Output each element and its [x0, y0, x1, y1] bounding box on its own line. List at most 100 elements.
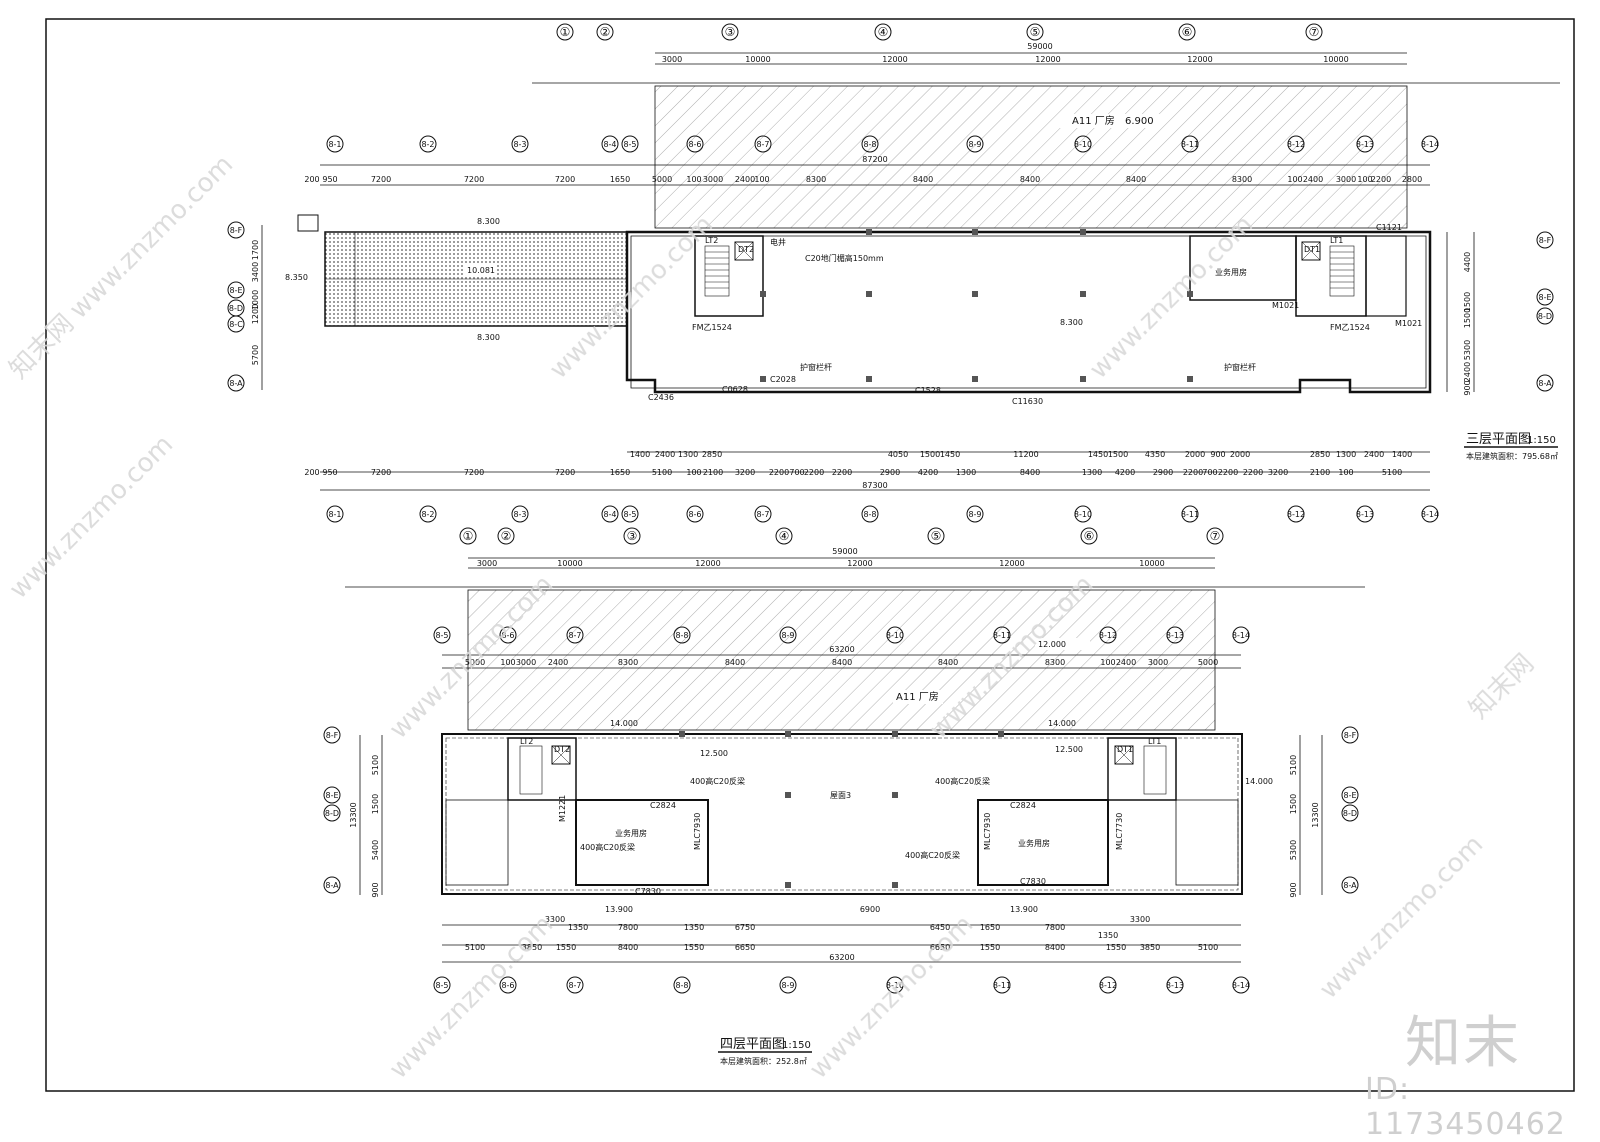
svg-text:4350: 4350	[1145, 450, 1165, 459]
drawing-area: 本层建筑面积：252.8㎡	[720, 1056, 807, 1066]
svg-text:4200: 4200	[1115, 468, 1135, 477]
svg-text:8-7: 8-7	[568, 631, 581, 640]
svg-text:8-F: 8-F	[1539, 236, 1552, 245]
svg-text:1550: 1550	[684, 943, 704, 952]
third-floor-walls	[625, 229, 1432, 394]
row-axes-left: 8-F 8-E 8-D 8-C 8-A	[227, 221, 245, 392]
watermark-id: ID: 1173450462	[1365, 1072, 1566, 1142]
svg-text:⑤: ⑤	[931, 529, 942, 543]
svg-text:1450: 1450	[940, 450, 960, 459]
svg-text:8-11: 8-11	[993, 631, 1011, 640]
factory-hatch-area-4f	[467, 589, 1216, 731]
grid-total-dim: 63200	[829, 645, 854, 654]
third-floor-plan: ① ② ③ ④ ⑤ ⑥ ⑦ 59000 3000 10000 12000 120…	[227, 23, 1560, 523]
svg-text:7800: 7800	[1045, 923, 1065, 932]
svg-text:6450: 6450	[930, 923, 950, 932]
svg-text:2200: 2200	[1243, 468, 1263, 477]
axis-label: ②	[600, 25, 611, 39]
svg-text:7200: 7200	[371, 468, 391, 477]
svg-text:7200: 7200	[464, 175, 484, 184]
svg-text:900: 900	[1210, 450, 1225, 459]
axis-label: 8-10	[1074, 140, 1092, 149]
svg-text:8-A: 8-A	[1343, 881, 1357, 890]
row-axes-left-4f: 8-F 8-E 8-D 8-A 5100 1500 5400 900 13300	[323, 726, 383, 898]
svg-text:3850: 3850	[1140, 943, 1160, 952]
axis-label: 8-5	[623, 140, 636, 149]
svg-text:8-F: 8-F	[1344, 731, 1357, 740]
svg-text:2100: 2100	[703, 468, 723, 477]
svg-text:8-8: 8-8	[863, 510, 876, 519]
fourth-floor-walls	[441, 731, 1243, 895]
axis-label: 8-13	[1356, 140, 1374, 149]
svg-text:10000: 10000	[1139, 559, 1164, 568]
svg-text:100: 100	[1338, 468, 1353, 477]
svg-text:C2436: C2436	[648, 393, 674, 402]
svg-text:12000: 12000	[695, 559, 720, 568]
svg-text:2900: 2900	[1153, 468, 1173, 477]
svg-text:2200: 2200	[1183, 468, 1203, 477]
svg-text:M1221: M1221	[558, 795, 567, 822]
left-dims: 1700 3400 1000 1200 5700	[251, 225, 263, 390]
top-axis-bubbles: ① ② ③ ④ ⑤ ⑥ ⑦	[556, 23, 1323, 41]
axis-label: 8-3	[513, 140, 526, 149]
svg-text:5400: 5400	[371, 840, 380, 860]
dim: 10000	[745, 55, 770, 64]
sheet-border	[45, 18, 1575, 1092]
svg-text:13.900: 13.900	[605, 905, 633, 914]
svg-text:8300: 8300	[1045, 658, 1065, 667]
drawing-scale: 1:150	[1527, 435, 1556, 446]
grid-dims-top: 200 950 7200 7200 7200 1650 5000 100 300…	[304, 175, 1422, 184]
axis-label: 8-6	[688, 140, 701, 149]
svg-text:400高C20反梁: 400高C20反梁	[935, 776, 990, 786]
drawing-title: 三层平面图	[1466, 432, 1531, 447]
svg-text:700: 700	[1202, 468, 1217, 477]
svg-text:2400: 2400	[655, 450, 675, 459]
svg-text:8-11: 8-11	[1181, 510, 1199, 519]
svg-text:业务用房: 业务用房	[1215, 267, 1247, 277]
svg-text:14.000: 14.000	[1245, 777, 1273, 786]
svg-text:6650: 6650	[735, 943, 755, 952]
svg-text:1350: 1350	[1098, 931, 1118, 940]
svg-text:DT2: DT2	[738, 245, 754, 254]
svg-text:8-6: 8-6	[501, 981, 514, 990]
svg-text:C7830: C7830	[635, 887, 661, 896]
svg-text:1700: 1700	[251, 240, 260, 260]
svg-text:2400: 2400	[735, 175, 755, 184]
grid-total-dim-bottom: 63200	[829, 953, 854, 962]
svg-text:4050: 4050	[888, 450, 908, 459]
svg-text:3200: 3200	[1268, 468, 1288, 477]
svg-text:8-12: 8-12	[1099, 981, 1117, 990]
svg-text:400高C20反梁: 400高C20反梁	[690, 776, 745, 786]
svg-text:5300: 5300	[1289, 840, 1298, 860]
row-axes-right: 4400 1500 1500 5300 2400 900 8-F 8-E 8-D…	[1446, 231, 1554, 396]
svg-text:8-D: 8-D	[325, 809, 339, 818]
elevation: 10.081	[467, 266, 495, 275]
svg-text:C20地门楣高150mm: C20地门楣高150mm	[805, 253, 884, 263]
svg-text:2200: 2200	[769, 468, 789, 477]
svg-text:LT2: LT2	[520, 737, 533, 746]
svg-text:2100: 2100	[1310, 468, 1330, 477]
svg-text:电井: 电井	[770, 237, 786, 247]
svg-text:1300: 1300	[1336, 450, 1356, 459]
elevation: 8.300	[477, 217, 500, 226]
svg-text:6650: 6650	[930, 943, 950, 952]
axis-label: ⑦	[1309, 25, 1320, 39]
svg-text:7200: 7200	[555, 175, 575, 184]
svg-text:⑥: ⑥	[1084, 529, 1095, 543]
svg-text:7200: 7200	[555, 468, 575, 477]
svg-text:3000: 3000	[477, 559, 497, 568]
svg-text:2850: 2850	[1310, 450, 1330, 459]
factory-label: A11 厂房	[1072, 114, 1115, 127]
svg-text:1300: 1300	[1082, 468, 1102, 477]
svg-text:DT1: DT1	[1117, 745, 1133, 754]
svg-text:200: 200	[304, 468, 319, 477]
svg-text:3000: 3000	[1336, 175, 1356, 184]
svg-text:8-A: 8-A	[229, 379, 243, 388]
svg-text:8-D: 8-D	[1343, 809, 1357, 818]
svg-text:MLC7930: MLC7930	[693, 813, 702, 850]
top-total-dim: 59000	[832, 547, 857, 556]
svg-text:8300: 8300	[806, 175, 826, 184]
axis-label: 8-8	[863, 140, 876, 149]
svg-text:C2824: C2824	[1010, 801, 1036, 810]
